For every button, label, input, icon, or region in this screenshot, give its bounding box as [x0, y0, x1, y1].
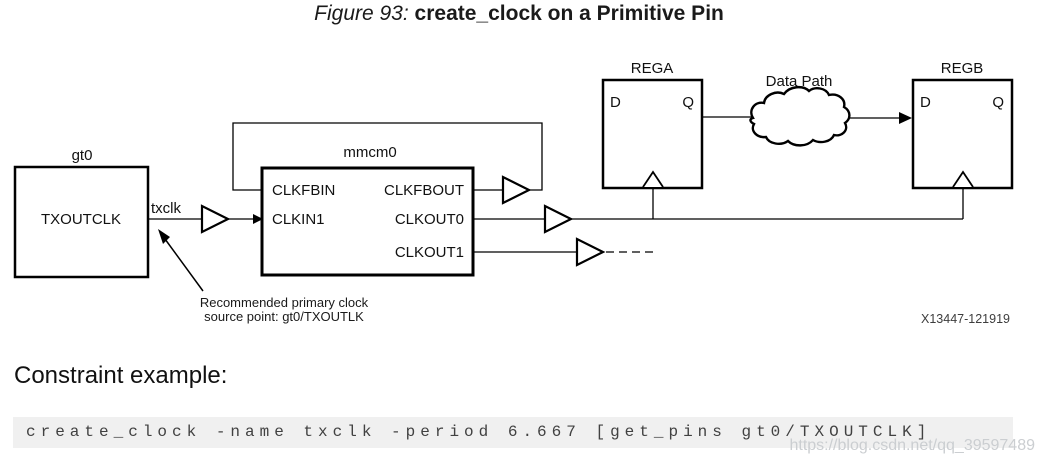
data-path-cloud: Data Path: [749, 73, 851, 147]
rega-pin-q: Q: [682, 94, 694, 111]
rega-pin-d: D: [610, 94, 621, 111]
mmcm0-label: mmcm0: [343, 144, 396, 161]
regb-pin-d: D: [920, 94, 931, 111]
wire-feedback-loop: [232, 122, 543, 191]
clkfbout-buffer-icon: [501, 175, 532, 205]
clkin1-arrowhead-icon: [253, 214, 263, 224]
data-path-label: Data Path: [766, 73, 833, 90]
txclk-buffer-icon: [200, 204, 231, 234]
clkout0-buffer-icon: [543, 204, 574, 234]
regb-box: [911, 78, 1014, 190]
regb-d-arrowhead-icon: [899, 112, 912, 124]
figure-number: Figure 93:: [314, 2, 409, 25]
rega-box: [601, 78, 704, 190]
gt0-box: [13, 165, 150, 279]
net-label-txclk: txclk: [151, 200, 182, 217]
gt0-block: gt0 TXOUTCLK: [13, 147, 150, 279]
regb-clock-wedge-icon: [952, 170, 974, 188]
annotation-line2: source point: gt0/TXOUTLK: [204, 309, 364, 324]
rega-label: REGA: [631, 60, 674, 77]
mmcm0-pin-clkfbout: CLKFBOUT: [384, 182, 464, 199]
figure-title-text: create_clock on a Primitive Pin: [414, 2, 724, 25]
regb-pin-q: Q: [992, 94, 1004, 111]
clock-diagram: gt0 TXOUTCLK txclk mmcm0 CLKFBIN CLKIN1 …: [13, 60, 1014, 326]
annotation-line1: Recommended primary clock: [200, 295, 369, 310]
regb-block: REGB D Q: [911, 60, 1014, 190]
mmcm0-box: [260, 166, 475, 277]
mmcm0-pin-clkout1: CLKOUT1: [395, 244, 464, 261]
mmcm0-pin-clkout0: CLKOUT0: [395, 211, 464, 228]
constraint-code-block: create_clock -name txclk -period 6.667 […: [13, 417, 1013, 448]
mmcm0-pin-clkin1: CLKIN1: [272, 211, 325, 228]
clkout1-buffer-icon: [575, 237, 606, 267]
mmcm0-block: mmcm0 CLKFBIN CLKIN1 CLKFBOUT CLKOUT0 CL…: [260, 144, 475, 277]
wires: [148, 112, 964, 253]
cloud-icon: [749, 86, 851, 147]
figure-title: Figure 93: create_clock on a Primitive P…: [0, 2, 1038, 26]
constraint-code: create_clock -name txclk -period 6.667 […: [26, 423, 932, 441]
gt0-pin-txoutclk: TXOUTCLK: [41, 211, 121, 228]
figure-id: X13447-121919: [921, 312, 1010, 326]
annotation: Recommended primary clock source point: …: [158, 229, 369, 324]
rega-block: REGA D Q: [601, 60, 704, 190]
annotation-arrow-line: [164, 238, 204, 292]
annotation-arrowhead-icon: [158, 229, 170, 244]
gt0-label: gt0: [72, 147, 93, 164]
mmcm0-pin-clkfbin: CLKFBIN: [272, 182, 335, 199]
regb-label: REGB: [941, 60, 984, 77]
rega-clock-wedge-icon: [642, 170, 664, 188]
constraint-heading: Constraint example:: [14, 362, 228, 389]
watermark-url: https://blog.csdn.net/qq_39597489: [789, 437, 1035, 454]
